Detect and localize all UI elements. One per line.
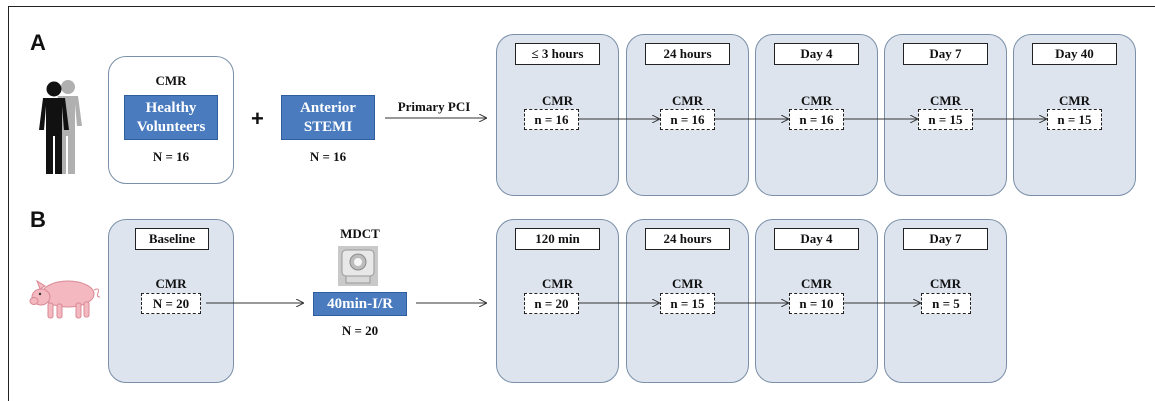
- cohort-n-label: N = 16: [152, 149, 190, 164]
- stage-b-3-cmr: CMR: [800, 276, 833, 291]
- plus-sign: +: [251, 106, 264, 131]
- stage-a-4-n: n = 15: [918, 109, 973, 130]
- primary-pci-label: Primary PCI: [397, 99, 471, 114]
- ischemia-reperfusion-box: 40min-I/R: [313, 292, 407, 316]
- stage-a-4-cmr: CMR: [929, 93, 962, 108]
- stage-a-5-time: Day 40: [1032, 43, 1117, 65]
- stage-b-2-time: 24 hours: [645, 228, 730, 250]
- stage-b-1-cmr: CMR: [541, 276, 574, 291]
- human-silhouettes-icon: [39, 80, 82, 174]
- group-line-1: Healthy: [145, 100, 197, 116]
- stage-a-2-n: n = 16: [660, 109, 715, 130]
- ct-scanner-icon: [338, 246, 378, 286]
- baseline-label: Baseline: [135, 228, 209, 250]
- stage-a-3-time: Day 4: [774, 43, 859, 65]
- group-line-1: Anterior: [300, 100, 356, 116]
- mdct-label: MDCT: [340, 226, 380, 241]
- stage-b-2-cmr: CMR: [671, 276, 704, 291]
- stage-b-3-n: n = 10: [789, 293, 844, 314]
- stage-a-4-time: Day 7: [903, 43, 988, 65]
- panel-a-letter: A: [30, 30, 46, 55]
- stage-a-1-n: n = 16: [524, 109, 579, 130]
- group-line-2: STEMI: [303, 119, 353, 135]
- stage-a-3-cmr: CMR: [800, 93, 833, 108]
- healthy-volunteers-box: Healthy Volunteers: [124, 95, 218, 140]
- stage-a-1-time: ≤ 3 hours: [515, 43, 600, 65]
- baseline-cmr: CMR: [155, 276, 187, 291]
- stage-b-3-time: Day 4: [774, 228, 859, 250]
- stage-b-2-n: n = 15: [660, 293, 715, 314]
- stage-a-2-cmr: CMR: [671, 93, 704, 108]
- figure-frame: [8, 6, 1155, 401]
- group-line-2: Volunteers: [136, 119, 206, 135]
- stage-a-5-n: n = 15: [1047, 109, 1102, 130]
- ischemia-reperfusion-n: N = 20: [341, 323, 379, 338]
- stage-b-4-n: n = 5: [921, 293, 971, 314]
- stage-b-1-n: n = 20: [524, 293, 579, 314]
- cohort-cmr-label: CMR: [155, 73, 187, 88]
- anterior-stemi-box: Anterior STEMI: [281, 95, 375, 140]
- stage-b-4-cmr: CMR: [929, 276, 962, 291]
- stage-a-3-n: n = 16: [789, 109, 844, 130]
- baseline-n: N = 20: [141, 293, 201, 314]
- stage-b-1-time: 120 min: [515, 228, 600, 250]
- stage-b-4-time: Day 7: [903, 228, 988, 250]
- stage-a-1-cmr: CMR: [541, 93, 574, 108]
- stage-a-2-time: 24 hours: [645, 43, 730, 65]
- stage-a-5-cmr: CMR: [1058, 93, 1091, 108]
- panel-b-letter: B: [30, 207, 46, 232]
- pig-icon: [29, 279, 101, 319]
- stemi-n-label: N = 16: [309, 149, 347, 164]
